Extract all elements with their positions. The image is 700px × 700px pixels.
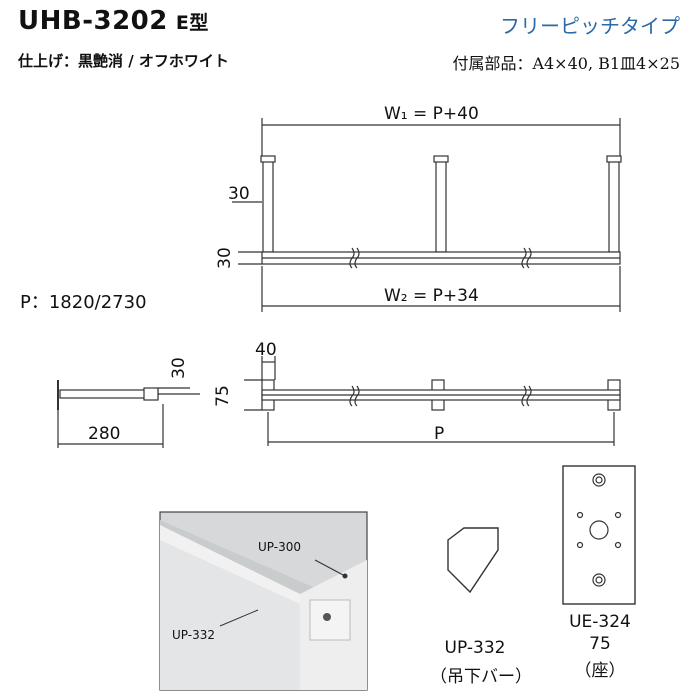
finish-text: 仕上げ：黒艶消 / オフホワイト bbox=[18, 52, 229, 70]
part-sub2: （座） bbox=[574, 661, 626, 681]
post-center bbox=[435, 159, 447, 253]
w1-label: W₁ = P+40 bbox=[384, 104, 479, 124]
plate-height-label: 75 bbox=[212, 385, 233, 407]
post-left bbox=[262, 159, 274, 253]
plate-width-label: 40 bbox=[255, 340, 277, 360]
model-type: E型 bbox=[175, 12, 209, 34]
product-model: UHB-3202 E型 bbox=[18, 6, 209, 36]
part-sub: （吊下バー） bbox=[430, 667, 532, 687]
post-right bbox=[608, 159, 620, 253]
up332-profile bbox=[447, 527, 499, 594]
tagline: フリーピッチタイプ bbox=[500, 14, 680, 38]
side-bar bbox=[59, 389, 159, 399]
model-code: UHB-3202 bbox=[18, 6, 168, 36]
post-height-label: 30 bbox=[228, 184, 250, 204]
product-photo bbox=[159, 511, 368, 691]
w2-label: W₂ = P+34 bbox=[384, 286, 479, 306]
part-caption-up332: UP-332 （吊下バー） bbox=[430, 638, 532, 687]
bar-height-label: 30 bbox=[214, 247, 235, 269]
part-code: UE-324 bbox=[569, 612, 631, 632]
accessories-text: 付属部品：A4×40, B1皿4×25 bbox=[452, 54, 680, 73]
ue324-plate bbox=[562, 465, 636, 605]
side-height-label: 30 bbox=[168, 357, 189, 379]
part-sub: 75 bbox=[589, 634, 611, 654]
part-code: UP-332 bbox=[444, 638, 506, 658]
photo-label-up332: UP-332 bbox=[172, 628, 215, 642]
pitch-note: P：1820/2730 bbox=[20, 292, 147, 313]
side-depth-label: 280 bbox=[88, 424, 121, 444]
photo-label-up300: UP-300 bbox=[258, 540, 301, 554]
part-caption-ue324: UE-324 75 （座） bbox=[560, 612, 640, 681]
pitch-label: P bbox=[434, 424, 445, 444]
